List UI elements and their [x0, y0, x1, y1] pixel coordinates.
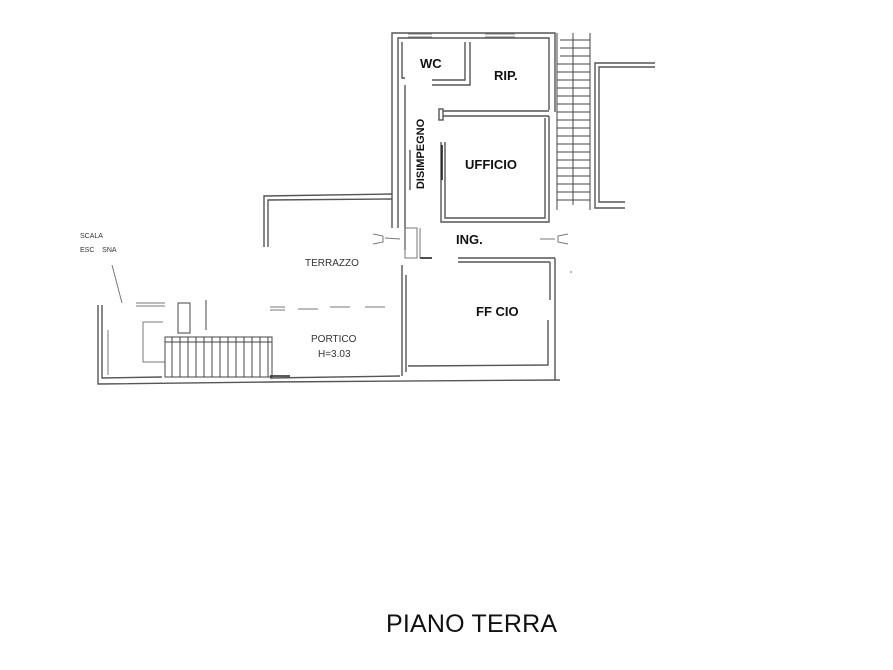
lower-right-room-walls: [407, 257, 572, 380]
portico-height-note: H=3.03: [318, 349, 351, 360]
terrazzo-portico-walls: [97, 193, 561, 385]
room-label-wc: WC: [420, 56, 442, 71]
room-label-rip: RIP.: [494, 68, 518, 83]
staircase-right: [556, 33, 655, 210]
upper-block-walls: [372, 32, 569, 259]
room-label-ingresso: ING.: [456, 232, 483, 247]
room-label-ufficio: UFFICIO: [465, 157, 517, 172]
room-label-ufficio-2: FF CIO: [476, 304, 519, 319]
room-label-disimpegno: DISIMPEGNO: [415, 118, 428, 190]
room-label-portico: PORTICO: [311, 334, 357, 345]
scala-label-line2: ESC SNA: [80, 247, 117, 254]
scala-label-line1: SCALA: [80, 233, 103, 240]
drawing-title: PIANO TERRA: [386, 610, 558, 638]
room-label-terrazzo: TERRAZZO: [305, 258, 359, 269]
staircase-left: [111, 264, 273, 378]
